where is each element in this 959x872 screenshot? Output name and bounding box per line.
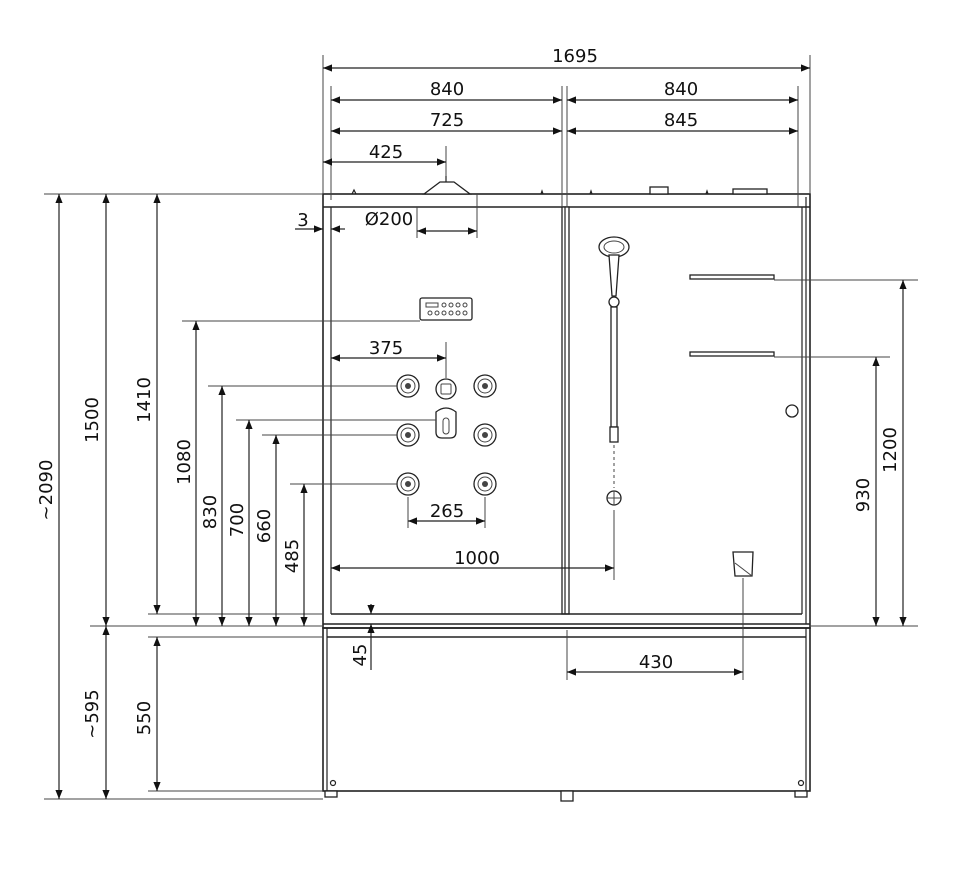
jet-middle-right-icon (473, 423, 497, 447)
extension-lines (44, 55, 918, 800)
label-left-width: 840 (430, 79, 464, 100)
jet-top-right-icon (473, 374, 497, 398)
label-overhead-offset: 425 (369, 142, 403, 163)
shelf-top (689, 274, 775, 280)
drain-icon (732, 551, 754, 577)
label-total-width: 1695 (552, 46, 598, 67)
shelf-bottom (689, 351, 775, 357)
label-overhead-diameter: Ø200 (365, 209, 414, 230)
label-control-panel-height: 1080 (174, 439, 195, 485)
label-shelf-bottom-height: 930 (853, 478, 874, 512)
overhead-shower-icon (422, 181, 472, 195)
label-tray-skirt-height: 550 (134, 701, 155, 735)
foot-left (324, 790, 338, 798)
slide-bar-holder-icon (608, 296, 620, 308)
label-tray-step: 45 (350, 644, 371, 667)
foot-center (560, 790, 574, 802)
jet-middle-left-icon (396, 423, 420, 447)
hand-shower-icon (598, 236, 630, 297)
label-jets-spacing: 265 (430, 501, 464, 522)
dimension-labels: 1695 840 840 725 845 425 3 Ø200 375 265 … (36, 46, 901, 739)
label-right-inner: 845 (664, 110, 698, 131)
label-panel-height: 1410 (134, 377, 155, 423)
label-gap: 3 (297, 210, 308, 231)
jet-top-left-icon (396, 374, 420, 398)
left-panel-fixtures (396, 297, 497, 496)
label-tray-height: ~595 (82, 689, 103, 738)
label-mixer-offset: 375 (369, 338, 403, 359)
label-cabin-height: 1500 (82, 397, 103, 443)
foot-right (794, 790, 808, 798)
label-right-width: 840 (664, 79, 698, 100)
jet-bottom-right-icon (473, 472, 497, 496)
label-left-inner: 725 (430, 110, 464, 131)
roof-fan-icon (649, 186, 669, 195)
label-total-height: ~2090 (36, 460, 57, 521)
slide-bar (610, 306, 618, 428)
hose-outlet-icon (606, 490, 622, 506)
label-mixer-height: 700 (227, 503, 248, 537)
label-drain-offset: 430 (639, 652, 673, 673)
label-handshower-offset: 1000 (454, 548, 500, 569)
label-jet-middle-height: 660 (254, 509, 275, 543)
label-jet-top-height: 830 (200, 495, 221, 529)
dimension-lines (55, 64, 907, 799)
mixer-icon (435, 378, 457, 439)
roof-light-icon (732, 188, 768, 195)
control-panel-icon (419, 297, 473, 321)
label-shelf-top-height: 1200 (880, 427, 901, 473)
door-knob-icon (785, 404, 799, 418)
right-panel-fixtures (598, 236, 799, 577)
jet-bottom-left-icon (396, 472, 420, 496)
label-jet-bottom-height: 485 (282, 539, 303, 573)
cabin-body (322, 176, 811, 802)
